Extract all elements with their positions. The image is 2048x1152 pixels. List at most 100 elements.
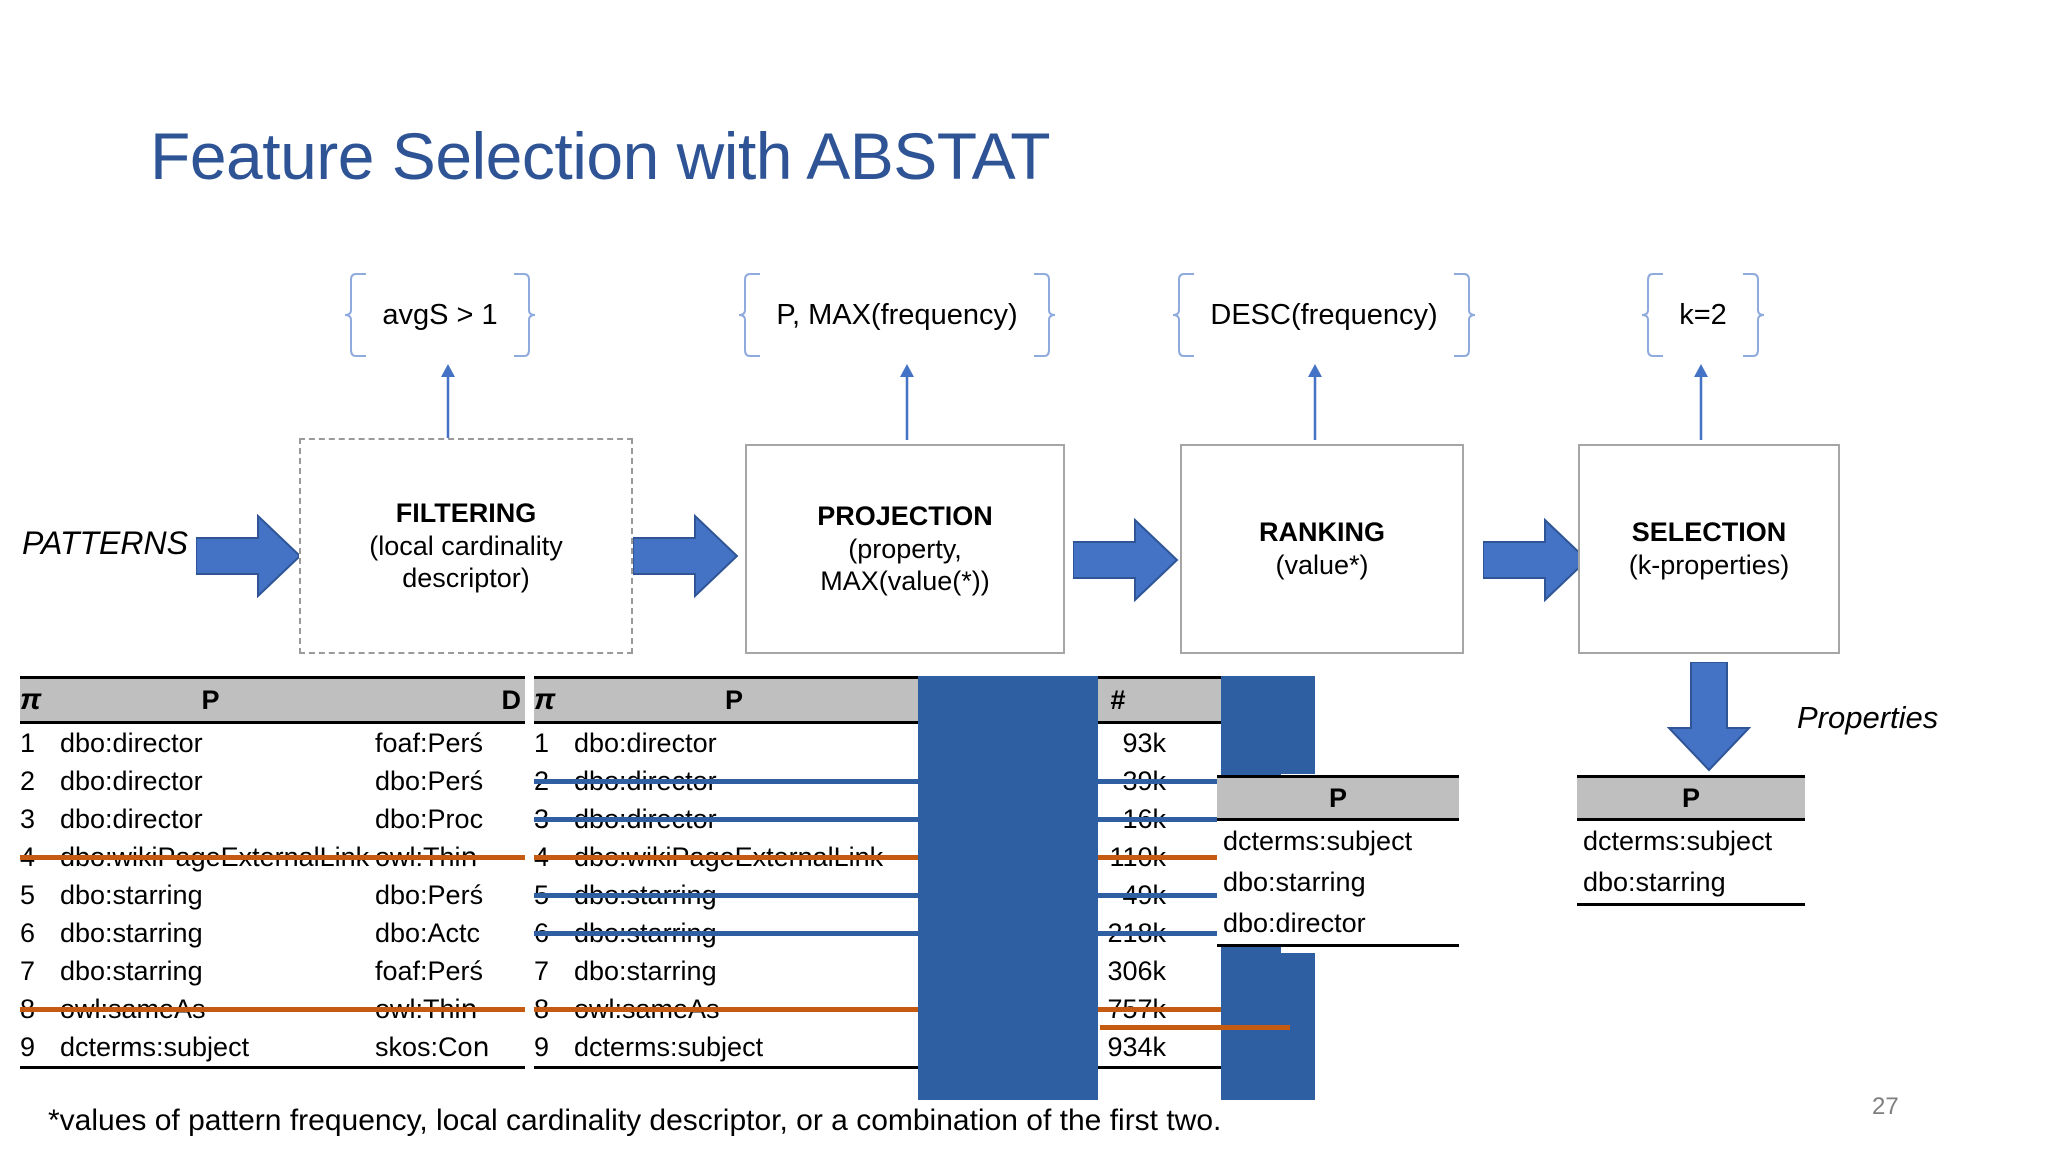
- table-row: dbo:starring: [1217, 862, 1459, 903]
- strikethrough-line: [20, 1007, 525, 1012]
- cell-domain: dbo:Perś: [375, 879, 484, 910]
- cell-property: dbo:director: [60, 727, 203, 758]
- cell-property: dcterms:subject: [1223, 826, 1413, 856]
- table-row: dcterms:subject: [1217, 821, 1459, 862]
- table-header-row: π P #: [534, 676, 1274, 724]
- table-patterns: π P D 1 dbo:director foaf:Perś 2 dbo:dir…: [20, 676, 525, 1069]
- bracket-right-icon: [1452, 272, 1478, 358]
- stage-filtering[interactable]: FILTERING (local cardinality descriptor): [299, 438, 633, 654]
- stage-subtitle-line1: (property,: [848, 533, 962, 564]
- column-header-p: P: [201, 684, 220, 715]
- cell-frequency: 934k: [1107, 1031, 1166, 1062]
- cell-index: 3: [20, 803, 36, 834]
- table-row: 2 dbo:director 39k: [534, 762, 1274, 800]
- table-header-row: P: [1577, 775, 1805, 821]
- cell-frequency: 93k: [1122, 727, 1166, 758]
- stage-title: PROJECTION: [817, 500, 993, 531]
- cell-index: 5: [20, 879, 36, 910]
- stage-title: RANKING: [1259, 517, 1385, 548]
- up-arrow-filtering: [440, 364, 456, 440]
- bracket-right-icon: [1741, 272, 1767, 358]
- bracket-left-icon: [736, 272, 762, 358]
- table-row: 4 dbo:wikiPageExternalLink 110k: [534, 838, 1274, 876]
- strikethrough-line: [534, 855, 1274, 860]
- table-row: 8 owl:sameAs owl:Thiո: [20, 990, 525, 1028]
- strikethrough-line: [534, 893, 1274, 898]
- column-header-hash: #: [1110, 684, 1126, 715]
- occlusion-block-right-wide: [1221, 676, 1315, 774]
- input-label-patterns: PATTERNS: [22, 525, 188, 561]
- block-arrow-4: [1483, 518, 1589, 602]
- cell-domain: foaf:Perś: [375, 727, 484, 758]
- block-arrow-2: [633, 514, 739, 598]
- strikethrough-line: [20, 855, 525, 860]
- cell-domain: foaf:Perś: [375, 955, 484, 986]
- cell-domain: dbo:Proс: [375, 803, 484, 834]
- cell-domain: skos:Coո: [375, 1031, 490, 1062]
- bracket-right-icon: [512, 272, 538, 358]
- column-header-p: P: [724, 684, 743, 715]
- cell-index: 2: [20, 765, 36, 796]
- cell-property: dbo:starring: [1223, 867, 1366, 897]
- cell-property: dbo:director: [60, 803, 203, 834]
- table-row: 6 dbo:starring dbo:Actс: [20, 914, 525, 952]
- up-arrow-ranking: [1307, 364, 1323, 440]
- stage-projection[interactable]: PROJECTION (property, MAX(value(*)): [745, 444, 1065, 654]
- cell-index: 1: [20, 727, 36, 758]
- cell-property: dcterms:subject: [574, 1031, 764, 1062]
- table-row: 7 dbo:starring 306k: [534, 952, 1274, 990]
- table-row: 3 dbo:director dbo:Proс: [20, 800, 525, 838]
- connector-line-orange: [1100, 1025, 1290, 1030]
- cell-property: dbo:director: [574, 727, 717, 758]
- cell-property: dcterms:subject: [60, 1031, 250, 1062]
- up-arrow-projection: [899, 364, 915, 440]
- stage-subtitle-line1: (local cardinality: [369, 530, 563, 561]
- column-header-index: π: [534, 683, 556, 716]
- block-arrow-1: [196, 514, 302, 598]
- table-row: 8 owl:sameAs 757k: [534, 990, 1274, 1028]
- up-arrow-selection: [1693, 364, 1709, 440]
- stage-selection[interactable]: SELECTION (k-properties): [1578, 444, 1840, 654]
- stage-subtitle-line1: (k-properties): [1628, 550, 1790, 580]
- table-row: 1 dbo:director foaf:Perś: [20, 724, 525, 762]
- cell-property: dbo:starring: [1583, 867, 1726, 897]
- cell-property: dbo:starring: [60, 955, 203, 986]
- stage-title: FILTERING: [395, 497, 537, 528]
- table-header-row: π P D: [20, 676, 525, 724]
- parameter-label: DESC(frequency): [1210, 298, 1438, 331]
- cell-property: dbo:starring: [60, 917, 203, 948]
- stage-ranking[interactable]: RANKING (value*): [1180, 444, 1464, 654]
- column-header-p: P: [1328, 782, 1347, 813]
- bracket-left-icon: [1639, 272, 1665, 358]
- block-arrow-down-properties: [1667, 662, 1751, 772]
- bracket-right-icon: [1032, 272, 1058, 358]
- occlusion-block-center: [918, 676, 1098, 1100]
- stage-subtitle-line2: descriptor): [402, 563, 530, 594]
- parameter-avgs: avgS > 1: [325, 272, 555, 358]
- stage-subtitle-line1: (value*): [1275, 550, 1369, 580]
- table-row: 9 dcterms:subject 934k: [534, 1028, 1274, 1069]
- column-header-d: D: [501, 684, 522, 715]
- parameter-label: k=2: [1679, 298, 1727, 331]
- table-row: 6 dbo:starring 218k: [534, 914, 1274, 952]
- table-row: 2 dbo:director dbo:Perś: [20, 762, 525, 800]
- parameter-label: P, MAX(frequency): [776, 298, 1018, 331]
- cell-domain: dbo:Actс: [375, 917, 481, 948]
- strikethrough-line: [534, 931, 1274, 936]
- stage-subtitle-line2: MAX(value(*)): [820, 566, 990, 597]
- cell-index: 9: [534, 1031, 550, 1062]
- table-row: dbo:director: [1217, 903, 1459, 947]
- table-body: 1 dbo:director 93k 2 dbo:director 39k 3 …: [534, 724, 1274, 1069]
- table-row: 5 dbo:starring 49k: [534, 876, 1274, 914]
- table-row: 5 dbo:starring dbo:Perś: [20, 876, 525, 914]
- cell-property: dbo:director: [60, 765, 203, 796]
- table-row: 1 dbo:director 93k: [534, 724, 1274, 762]
- strikethrough-line: [534, 1007, 1274, 1012]
- footnote: *values of pattern frequency, local card…: [48, 1104, 1222, 1137]
- parameter-projection: P, MAX(frequency): [718, 272, 1076, 358]
- cell-index: 6: [20, 917, 36, 948]
- parameter-ranking: DESC(frequency): [1155, 272, 1493, 358]
- table-row: 9 dcterms:subject skos:Coո: [20, 1028, 525, 1069]
- bracket-left-icon: [1170, 272, 1196, 358]
- bracket-left-icon: [342, 272, 368, 358]
